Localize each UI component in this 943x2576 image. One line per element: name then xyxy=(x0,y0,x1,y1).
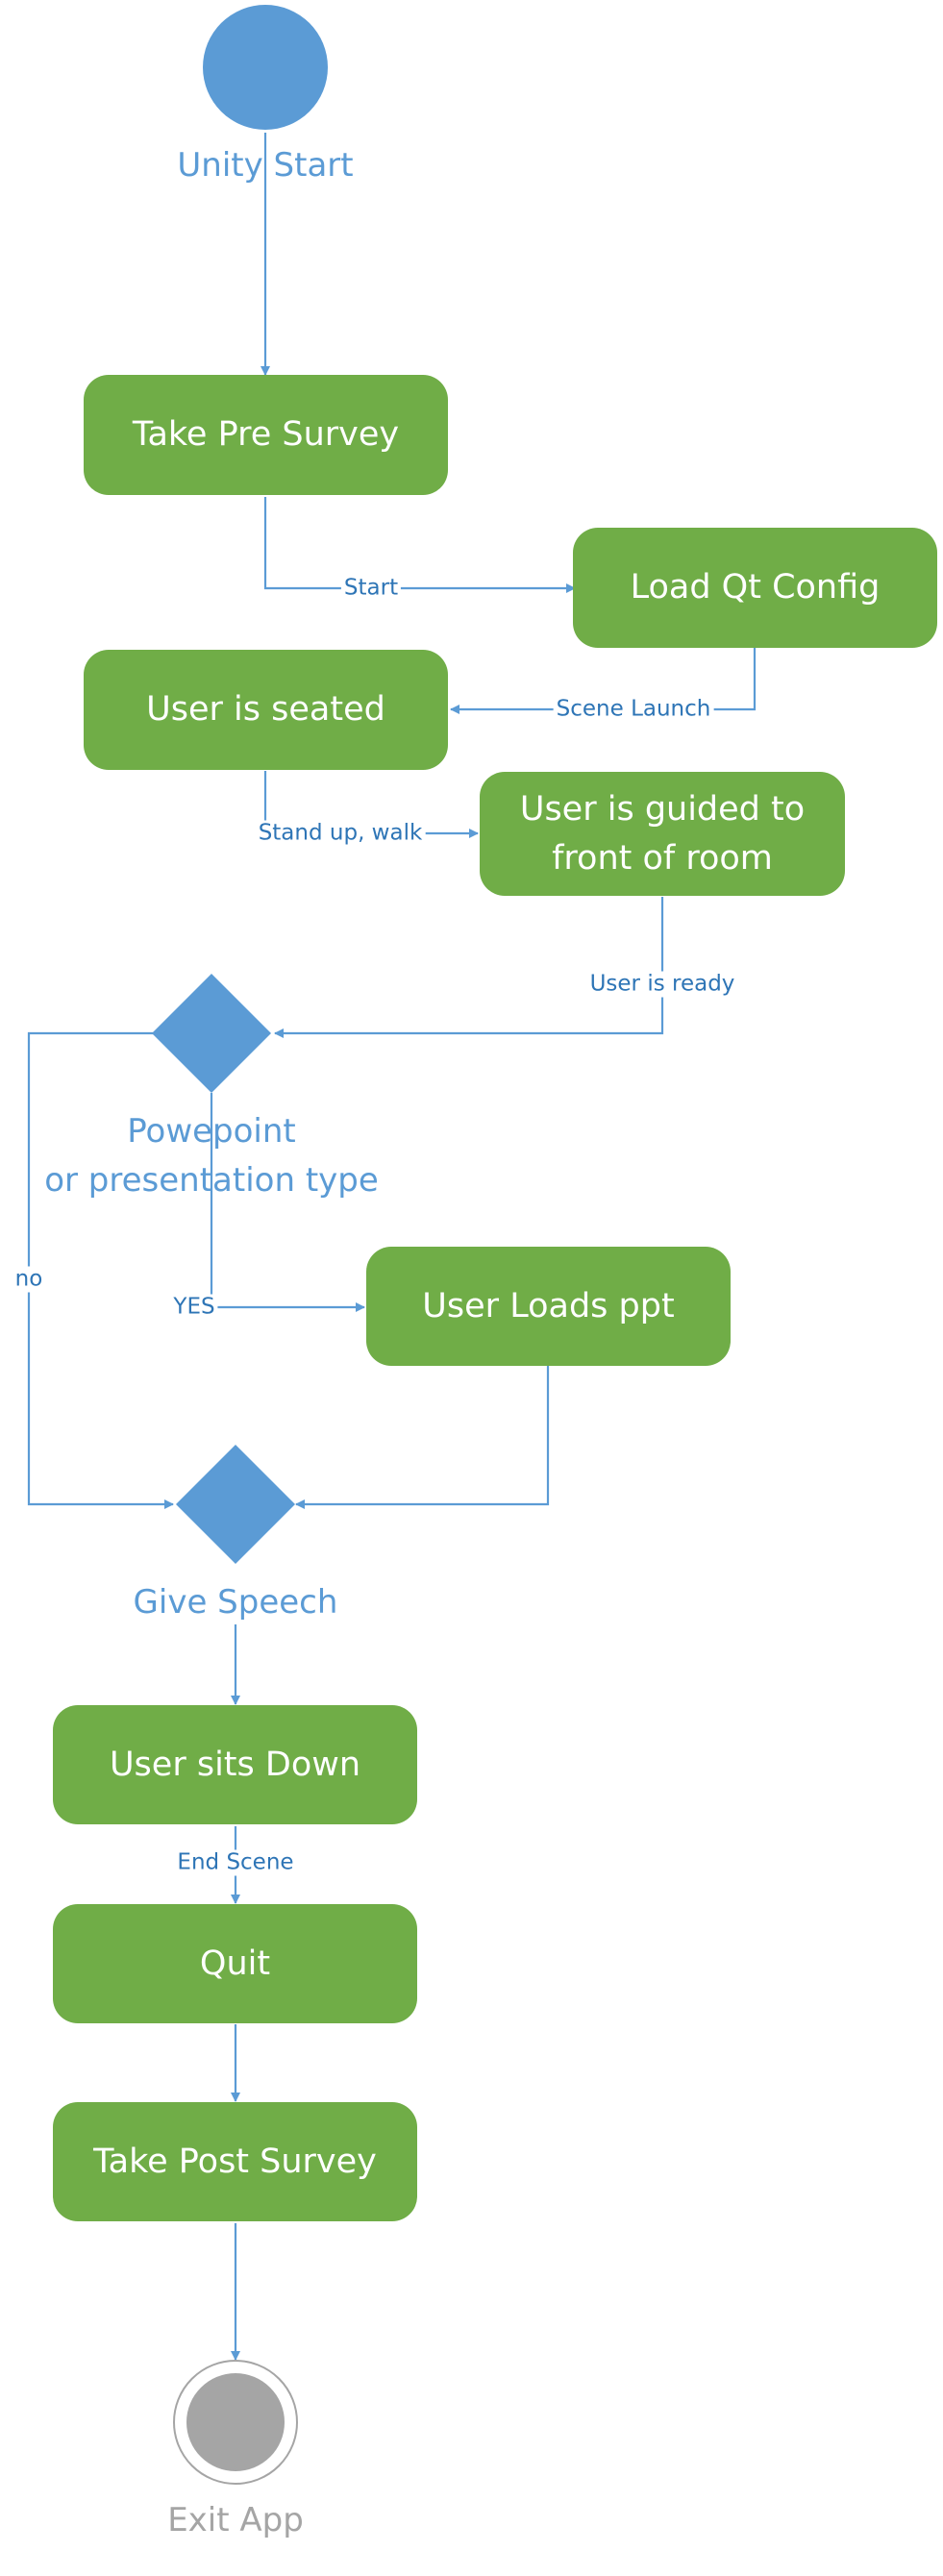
decision-presentation-type-label: Powepoint or presentation type xyxy=(44,1112,379,1200)
edge-label-start: Start xyxy=(340,575,402,602)
edge-label-user-is-ready: User is ready xyxy=(586,971,738,998)
decision-give-speech xyxy=(176,1445,295,1564)
edge-qt-config-to-seated xyxy=(450,648,757,714)
edge-guided-to-decision xyxy=(274,897,664,1038)
action-user-is-seated: User is seated xyxy=(84,650,448,770)
edge-ppt-to-merge xyxy=(295,1366,550,1509)
end-label: Exit App xyxy=(167,2501,304,2539)
action-take-pre-survey: Take Pre Survey xyxy=(84,375,448,495)
decision-presentation-type xyxy=(152,974,271,1093)
action-load-qt-config: Load Qt Config xyxy=(573,528,937,648)
edge-pre-survey-to-qt-config xyxy=(263,497,576,593)
end-node-ring xyxy=(173,2360,298,2485)
start-node xyxy=(203,5,328,130)
start-label: Unity Start xyxy=(177,146,354,185)
edge-label-no: no xyxy=(12,1266,46,1293)
action-take-post-survey: Take Post Survey xyxy=(53,2102,417,2221)
edge-decision-no-to-merge xyxy=(27,1031,174,1509)
edge-label-yes: YES xyxy=(170,1294,218,1321)
action-user-loads-ppt: User Loads ppt xyxy=(366,1247,731,1366)
edge-label-scene-launch: Scene Launch xyxy=(553,696,714,723)
decision-give-speech-label: Give Speech xyxy=(133,1583,338,1622)
edge-label-end-scene: End Scene xyxy=(174,1849,297,1876)
action-user-is-guided: User is guided to front of room xyxy=(480,772,845,896)
action-quit: Quit xyxy=(53,1904,417,2023)
action-user-sits-down: User sits Down xyxy=(53,1705,417,1824)
edge-label-stand-up-walk: Stand up, walk xyxy=(255,820,426,847)
end-node-core xyxy=(186,2373,285,2471)
